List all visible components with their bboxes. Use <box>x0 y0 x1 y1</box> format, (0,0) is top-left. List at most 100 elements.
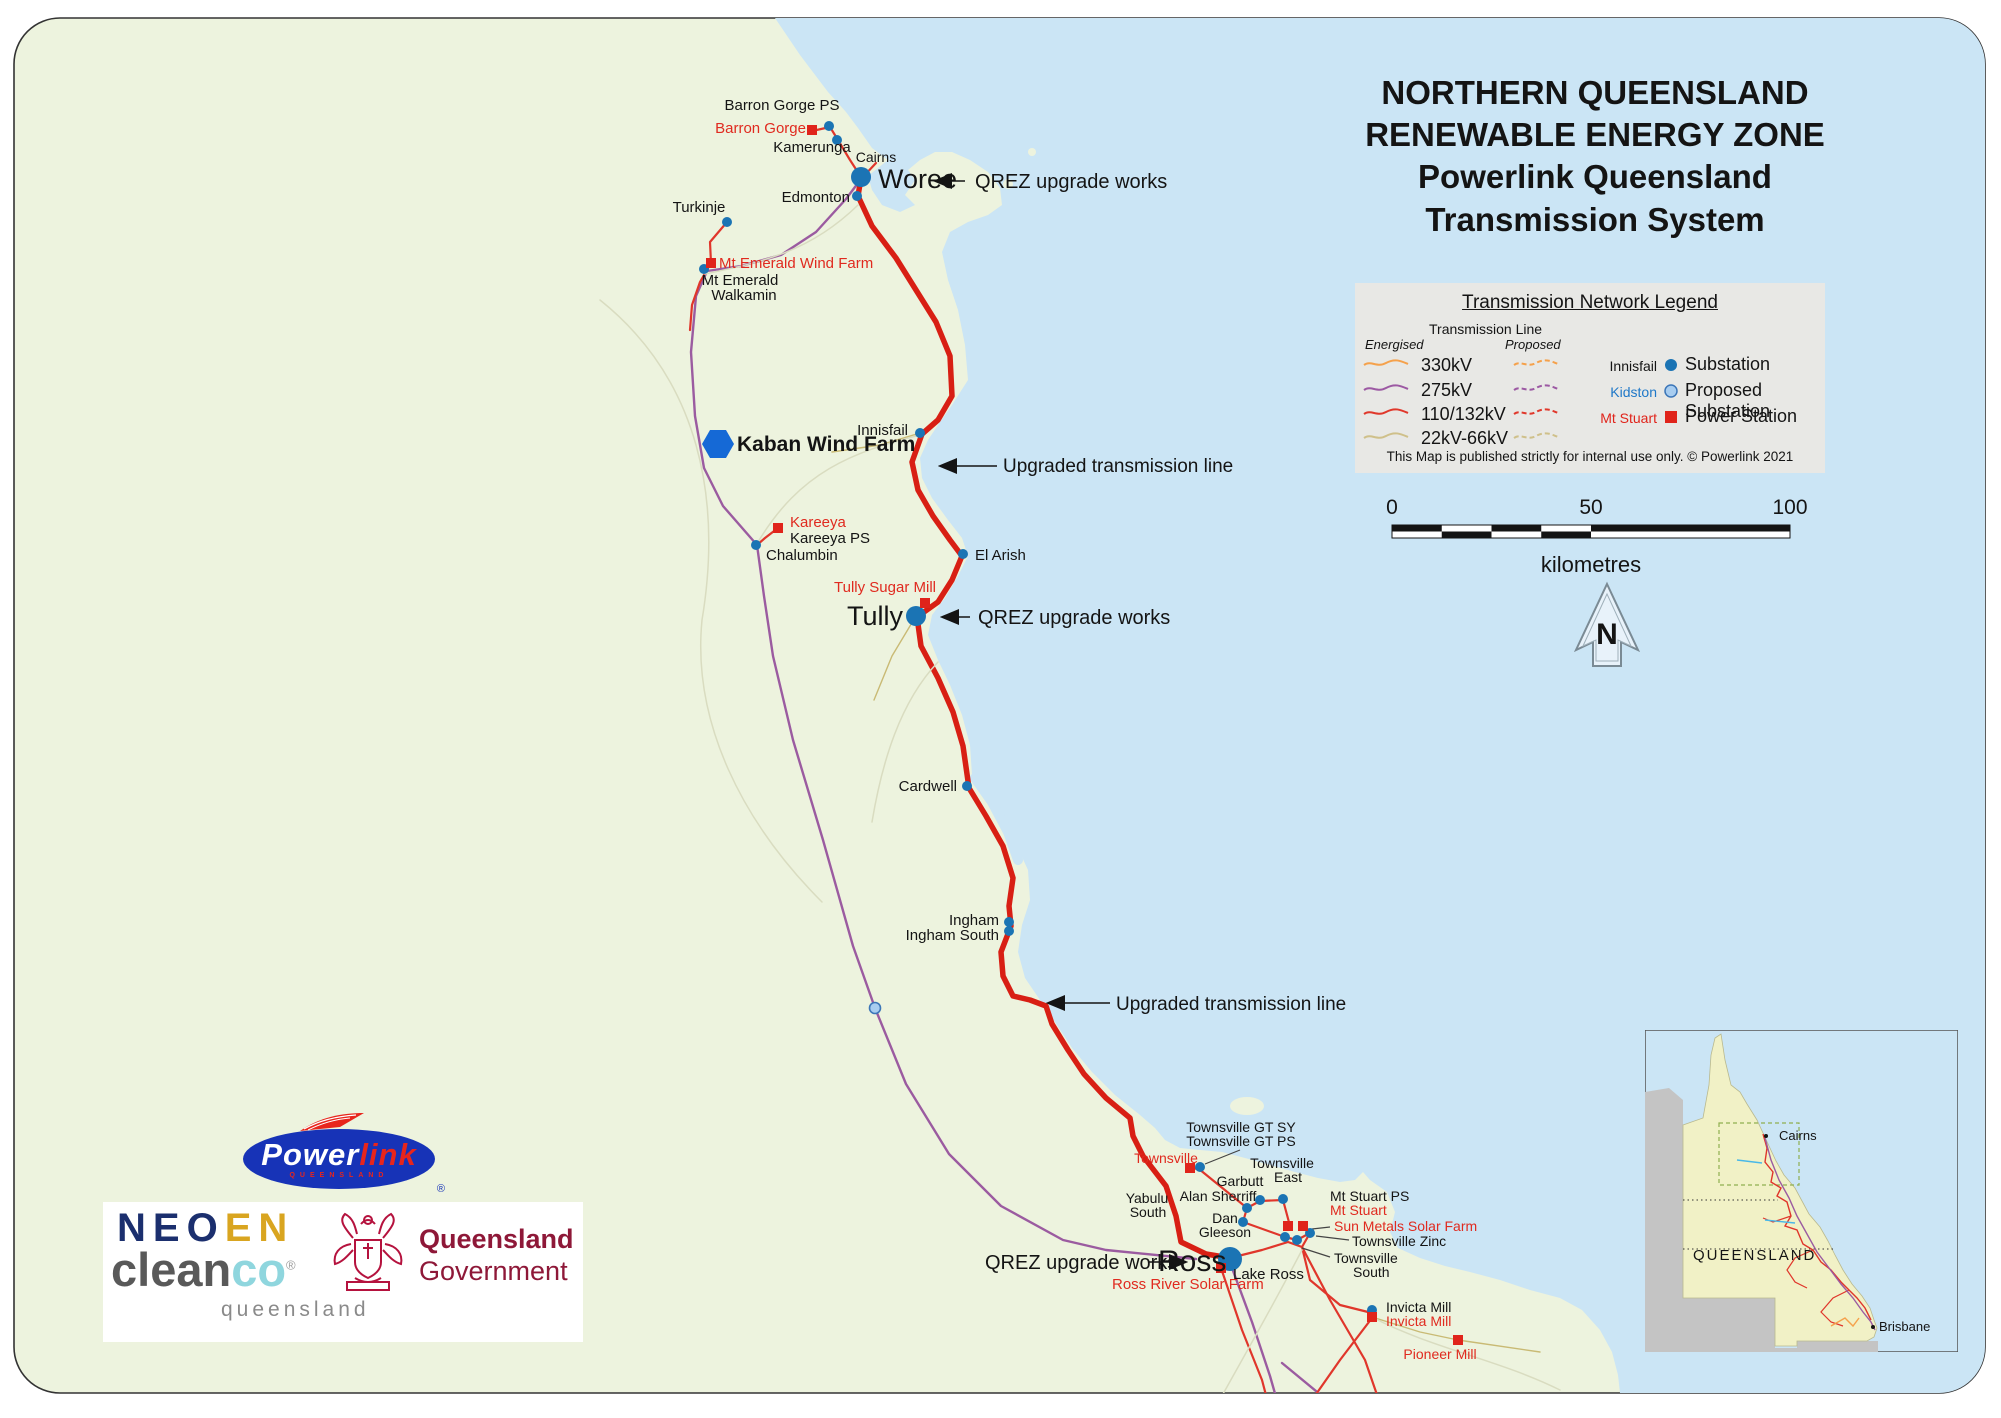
label-barron-gorge-ps: Barron Gorge PS <box>724 97 839 114</box>
boundary-faint-4 <box>871 661 939 823</box>
woree-sub <box>851 167 871 187</box>
neoen-part1: NEO <box>117 1206 225 1250</box>
island-2 <box>1028 148 1036 156</box>
legend-energised-label: Energised <box>1365 337 1424 352</box>
cleanco-queensland-label: queensland <box>221 1298 370 1321</box>
inset-label-queensland: QUEENSLAND <box>1693 1247 1816 1264</box>
label-pioneer-mill: Pioneer Mill <box>1403 1346 1476 1362</box>
line-110kv-tsv-e <box>1300 1316 1374 1393</box>
line-110kv-tsv-f <box>1300 1245 1387 1393</box>
qgov-line1: Queensland <box>419 1224 574 1254</box>
legend-example-label: Mt Stuart <box>1600 410 1657 426</box>
label-ingham-south: Ingham South <box>906 927 999 944</box>
title-line-1: NORTHERN QUEENSLAND <box>1381 74 1809 111</box>
inset-other-states <box>1645 1088 1878 1352</box>
label-garbutt: Garbutt <box>1217 1173 1264 1189</box>
north-arrow-icon: N <box>1573 581 1641 667</box>
inset-cairns-dot <box>1764 1134 1768 1138</box>
inset-network-red-b1 <box>1762 1215 1792 1223</box>
edmonton-sub <box>852 191 862 201</box>
barron-gorge-sub <box>824 121 834 131</box>
townsville-gt-sub <box>1195 1162 1205 1172</box>
legend-line-label: 275kV <box>1421 380 1473 400</box>
qgov-line2: Government <box>419 1255 568 1286</box>
cleanco-part1: clean <box>111 1243 232 1296</box>
mt-stuart-sub-1 <box>1280 1232 1290 1242</box>
inset-network-red <box>1762 1133 1872 1321</box>
label-mt-stuart-red: Mt Stuart <box>1330 1202 1387 1218</box>
pioneer-mill-sq <box>1453 1335 1463 1345</box>
inset-label-brisbane: Brisbane <box>1879 1319 1930 1334</box>
label-innisfail: Innisfail <box>857 422 908 439</box>
inset-label-cairns: Cairns <box>1779 1128 1817 1143</box>
inset-network-purple <box>1764 1137 1876 1331</box>
neoen-part2: EN <box>224 1206 295 1250</box>
chalumbin-sub <box>751 540 761 550</box>
queensland-government-crest-icon <box>333 1212 403 1291</box>
label-kareeya: Kareeya <box>790 514 847 531</box>
legend-line-row-110/132kV: 110/132kV <box>1363 404 1663 426</box>
garbutt-sub <box>1255 1195 1265 1205</box>
label-mt-emerald-wf: Mt Emerald Wind Farm <box>719 255 873 272</box>
alan-sherriff-sub <box>1242 1203 1252 1213</box>
inset-network-red-b2 <box>1786 1249 1814 1289</box>
queensland-government-logo: Queensland Government <box>419 1224 574 1288</box>
scale-tick-100: 100 <box>1772 496 1807 519</box>
cleanco-logo: cleanco® <box>111 1246 296 1293</box>
callout-townsville-south <box>1301 1247 1331 1258</box>
inset-study-area-box <box>1718 1122 1800 1186</box>
label-qrez-3: QREZ upgrade works <box>985 1252 1177 1274</box>
mt-stuart-sub-2 <box>1292 1235 1302 1245</box>
label-townsville-gt-ps: Townsville GT PS <box>1186 1133 1295 1149</box>
cardwell-sub <box>962 781 972 791</box>
kamerunga-sub <box>832 135 842 145</box>
label-walkamin: Walkamin <box>711 287 776 304</box>
legend-subhead: Transmission Line <box>1429 321 1543 337</box>
callout-townsville-zinc <box>1315 1235 1350 1241</box>
callout-townsville-gt <box>1204 1149 1241 1165</box>
legend-swatch <box>1513 432 1559 439</box>
mt-emerald-wf-sq <box>706 258 716 268</box>
label-kaban-wind-farm: Kaban Wind Farm <box>737 433 915 456</box>
north-letter: N <box>1596 618 1618 651</box>
title-line-3: Powerlink Queensland <box>1418 158 1772 196</box>
label-ross: Ross <box>1158 1245 1226 1278</box>
label-alan-sherriff: Alan Sherriff <box>1180 1188 1257 1204</box>
label-turkinje: Turkinje <box>673 199 726 216</box>
lake-ross-sq <box>1216 1263 1226 1273</box>
label-invicta-black: Invicta Mill <box>1386 1299 1451 1315</box>
label-townsville-red: Townsville <box>1134 1150 1198 1166</box>
scale-tick-0: 0 <box>1386 496 1398 519</box>
inset-network-orange <box>1830 1317 1860 1328</box>
boundary-faint-2 <box>704 204 859 275</box>
line-66kv-innisfail <box>831 432 921 453</box>
legend-swatch <box>1363 408 1409 415</box>
legend-line-row-22kV-66kV: 22kV-66kV <box>1363 428 1663 450</box>
mt-stuart-ps-sq-2 <box>1298 1221 1308 1231</box>
label-qrez-2: QREZ upgrade works <box>978 607 1170 629</box>
label-qrez-1: QREZ upgrade works <box>975 171 1167 193</box>
label-townsville-south-2: South <box>1353 1264 1390 1280</box>
label-sun-metals: Sun Metals Solar Farm <box>1334 1218 1477 1234</box>
barron-gorge-ps-sq <box>807 125 817 135</box>
label-edmonton: Edmonton <box>782 189 850 206</box>
label-dan-1: Dan <box>1212 1210 1238 1226</box>
legend-line-row-275kV: 275kV <box>1363 380 1663 402</box>
legend-title: Transmission Network Legend <box>1462 292 1718 313</box>
callout-lines <box>1204 1149 1350 1258</box>
tully-sugar-mill-sq <box>920 598 930 608</box>
inset-network-cyan-1 <box>1736 1159 1763 1164</box>
proposed-substation-icon <box>1664 384 1678 398</box>
station-markers <box>699 121 1463 1345</box>
magnetic-island <box>1230 1097 1264 1115</box>
line-66kv-tully <box>873 615 917 701</box>
label-townsville-east-1: Townsville <box>1250 1155 1314 1171</box>
powerlink-word-link: link <box>359 1137 417 1172</box>
annotation-arrows <box>932 173 1189 1270</box>
label-townsville-east-2: East <box>1274 1169 1302 1185</box>
legend-box: Transmission Network Legend Transmission… <box>1355 283 1825 473</box>
neoen-logo: NEOEN <box>117 1206 294 1251</box>
powerlink-word-power: Power <box>261 1137 360 1172</box>
